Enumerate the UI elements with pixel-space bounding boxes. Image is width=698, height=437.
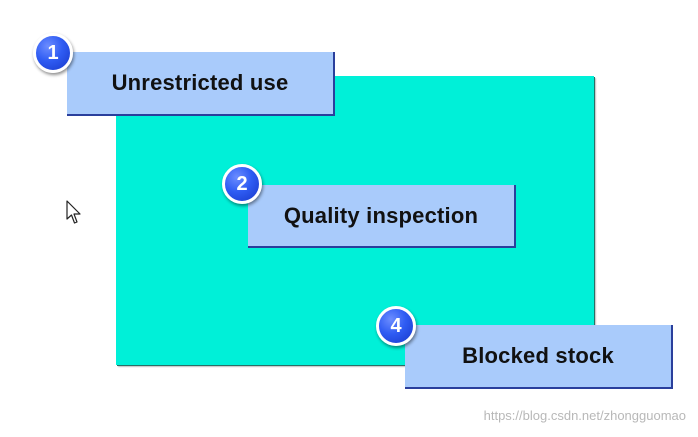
badge-number: 4 (390, 314, 402, 337)
mouse-pointer-icon (66, 200, 81, 224)
label-text: Unrestricted use (111, 70, 289, 95)
label-unrestricted-use: Unrestricted use (67, 52, 335, 116)
number-badge-4: 4 (376, 306, 416, 346)
label-text: Quality inspection (283, 202, 479, 228)
label-blocked-stock: Blocked stock (405, 325, 673, 389)
number-badge-1: 1 (33, 33, 73, 73)
label-text: Blocked stock (462, 343, 614, 368)
watermark-text: https://blog.csdn.net/zhongguomao (483, 408, 686, 423)
label-quality-inspection: Quality inspection (248, 185, 516, 248)
badge-number: 2 (236, 172, 248, 195)
number-badge-2: 2 (222, 164, 262, 204)
badge-number: 1 (47, 41, 59, 64)
